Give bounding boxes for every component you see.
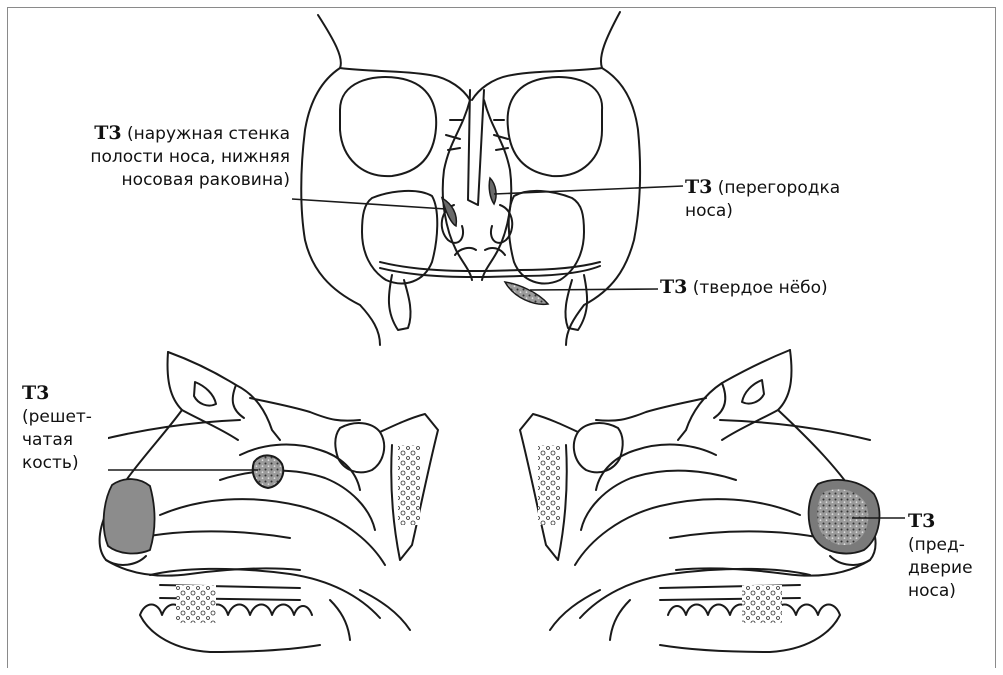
frontal-sinus-right — [742, 380, 764, 404]
label-text: кость) — [22, 453, 79, 473]
label-tag: Т3 — [660, 276, 687, 298]
left-palate-texture — [176, 585, 216, 623]
tumor-nasal-left — [104, 479, 155, 553]
label-tag: Т3 — [685, 176, 712, 198]
label-ethmoid: Т3 (решет- чатая кость) — [22, 382, 108, 475]
label-text: носовая раковина) — [122, 170, 290, 190]
sphenoid-sinus-right — [574, 423, 623, 472]
tumor-ethmoid — [253, 455, 283, 488]
teeth-left — [140, 605, 320, 653]
left-orbit — [340, 77, 436, 176]
label-text: дверие — [908, 558, 973, 578]
right-bone-texture — [538, 445, 560, 525]
tumor-vestibule-texture — [817, 489, 868, 545]
label-text: чатая — [22, 430, 73, 450]
label-text: (решет- — [22, 407, 92, 427]
right-palate-texture — [742, 585, 782, 623]
tumor-hard-palate — [505, 282, 548, 304]
label-text: носа) — [685, 201, 733, 221]
label-hard-palate: Т3 (твердое нёбо) — [660, 276, 870, 300]
frontal-sinus-left — [194, 382, 216, 406]
sphenoid-sinus-left — [335, 423, 384, 472]
label-text: носа) — [908, 581, 956, 601]
label-text: (перегородка — [712, 178, 840, 198]
label-nasal-vestibule: Т3 (пред- дверие носа) — [908, 510, 988, 603]
label-septum: Т3 (перегородка носа) — [685, 176, 865, 223]
label-text: (наружная стенка — [122, 124, 290, 144]
label-text: (пред- — [908, 535, 965, 555]
right-orbit — [508, 77, 603, 176]
label-lateral-wall: Т3 (наружная стенка полости носа, нижняя… — [86, 122, 290, 192]
leader-septum — [494, 186, 683, 194]
label-text: (твердое нёбо) — [687, 278, 827, 298]
label-text: полости носа, нижняя — [90, 147, 290, 167]
label-tag: Т3 — [22, 382, 49, 404]
tumor-septum — [489, 178, 496, 204]
coronal-section — [301, 12, 640, 345]
label-tag: Т3 — [908, 510, 935, 532]
left-bone-texture — [398, 445, 420, 525]
label-tag: Т3 — [94, 122, 121, 144]
leader-palate — [530, 289, 658, 290]
